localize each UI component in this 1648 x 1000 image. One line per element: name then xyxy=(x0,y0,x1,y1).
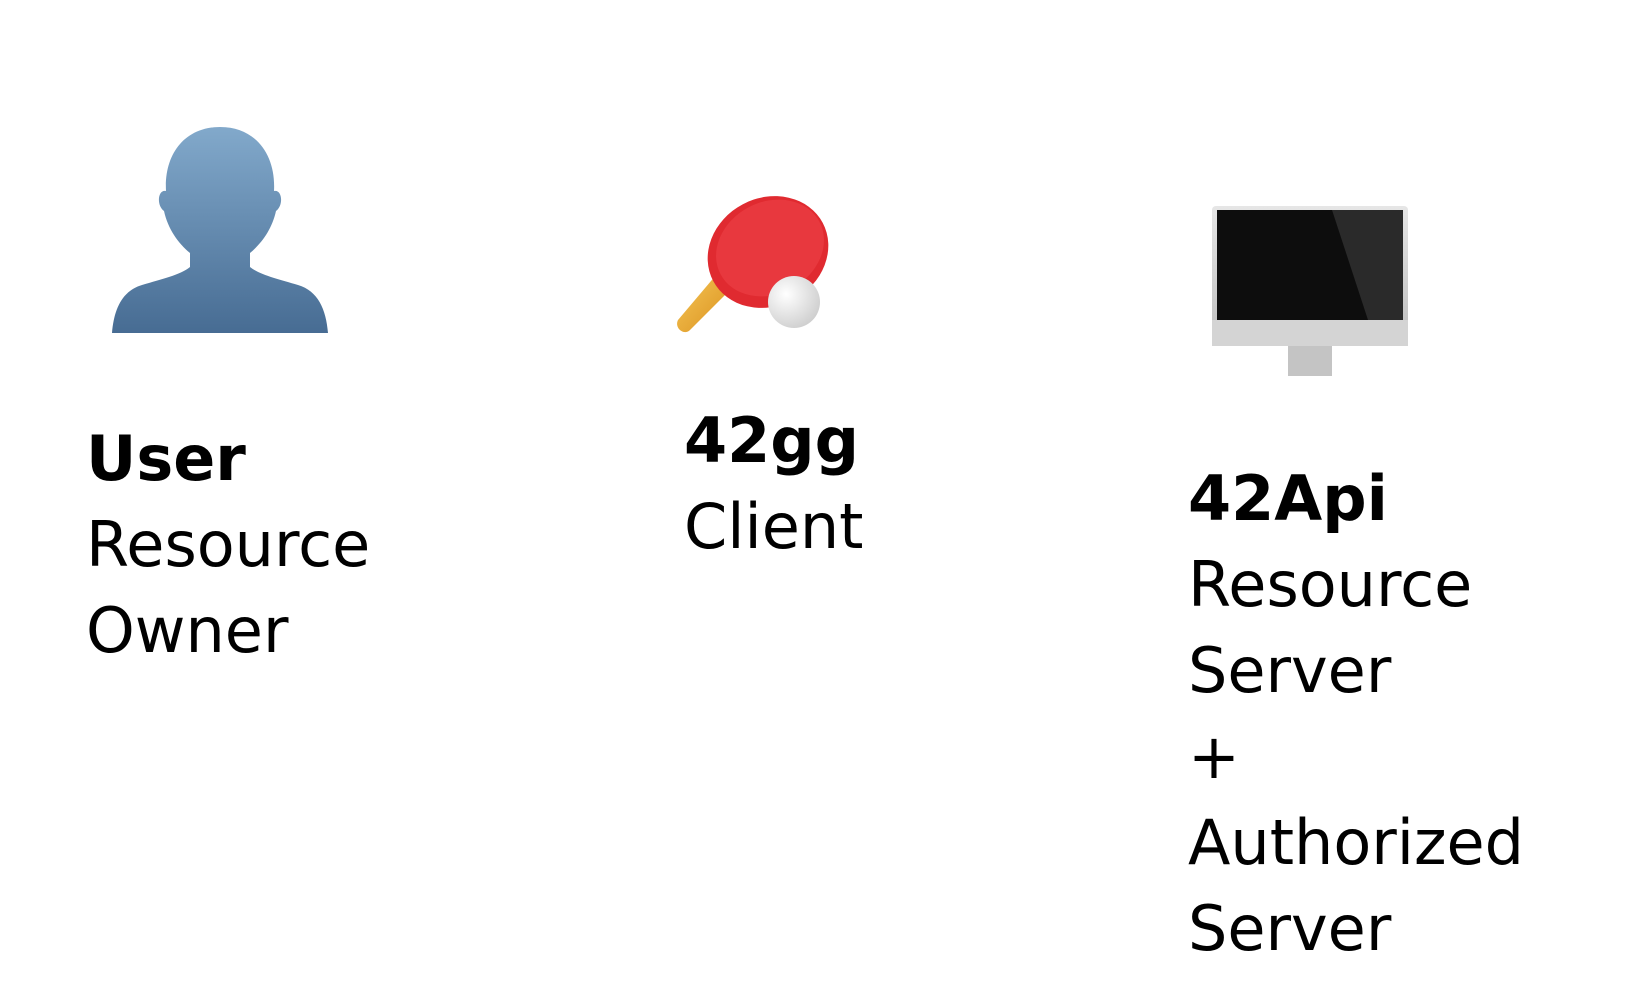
desktop-monitor-icon xyxy=(1212,206,1408,376)
client-label: 42gg Client xyxy=(684,398,864,570)
actor-role-line: Server xyxy=(1188,892,1392,965)
actor-name: 42Api xyxy=(1188,462,1388,535)
ping-pong-paddle-icon xyxy=(677,196,829,333)
actor-role-line: Authorized xyxy=(1188,806,1525,879)
server-label: 42Api Resource Server + Authorized Serve… xyxy=(1188,456,1524,972)
actor-role-line: Resource xyxy=(1188,548,1473,621)
person-silhouette-icon xyxy=(112,127,328,333)
actor-role-line: Owner xyxy=(86,594,289,667)
actor-role-line: + xyxy=(1188,720,1240,793)
actor-role-line: Client xyxy=(684,490,864,563)
actor-role-line: Resource xyxy=(86,508,371,581)
actor-name: User xyxy=(86,422,246,495)
actor-name: 42gg xyxy=(684,404,860,477)
user-label: User Resource Owner xyxy=(86,416,370,674)
actor-role-line: Server xyxy=(1188,634,1392,707)
